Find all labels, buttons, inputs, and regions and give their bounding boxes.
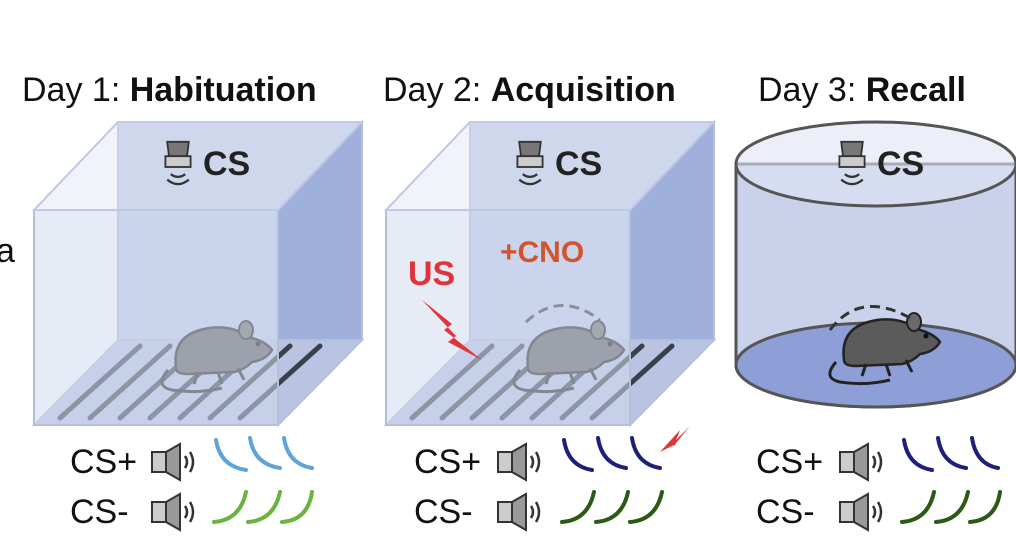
header-day1: Day 1: Habituation bbox=[22, 71, 317, 109]
cs-label: CS bbox=[877, 145, 924, 183]
panel-acquisition: CS US +CNO bbox=[383, 119, 717, 428]
speaker-icon bbox=[496, 492, 541, 532]
lightning-bolt-icon bbox=[422, 300, 482, 360]
speaker-icon bbox=[496, 442, 541, 482]
speaker-icon bbox=[838, 442, 883, 482]
cno-label: +CNO bbox=[500, 236, 584, 269]
us-label: US bbox=[408, 255, 455, 293]
cs-label: CS bbox=[555, 145, 602, 183]
cs-plus-label: CS+ bbox=[414, 443, 481, 481]
panel-letter: a bbox=[0, 232, 15, 270]
cs-plus-tones bbox=[902, 436, 1000, 472]
cs-minus-tones bbox=[560, 490, 664, 524]
legend-day3: CS+ CS- bbox=[756, 436, 1002, 532]
cs-minus-label: CS- bbox=[414, 493, 473, 531]
cs-minus-label: CS- bbox=[70, 493, 129, 531]
freezing-indicator bbox=[828, 304, 911, 331]
cs-minus-tones bbox=[212, 490, 314, 524]
cs-plus-tones bbox=[562, 436, 662, 472]
speaker-icon bbox=[150, 492, 195, 532]
panel-habituation: CS bbox=[31, 119, 365, 428]
cs-plus-label: CS+ bbox=[756, 443, 823, 481]
cs-plus-tones bbox=[214, 436, 314, 472]
cs-plus-label: CS+ bbox=[70, 443, 137, 481]
legend-day2: CS+ CS- bbox=[414, 426, 690, 532]
cs-minus-tones bbox=[900, 490, 1002, 524]
header-day2: Day 2: Acquisition bbox=[383, 71, 676, 109]
speaker-icon bbox=[838, 492, 883, 532]
legend-day1: CS+ CS- bbox=[70, 436, 314, 532]
header-day3: Day 3: Recall bbox=[758, 71, 966, 109]
speaker-icon bbox=[150, 442, 195, 482]
cs-minus-label: CS- bbox=[756, 493, 815, 531]
cs-label: CS bbox=[203, 145, 250, 183]
panel-recall: CS bbox=[734, 120, 1016, 409]
lightning-bolt-icon bbox=[660, 426, 690, 452]
